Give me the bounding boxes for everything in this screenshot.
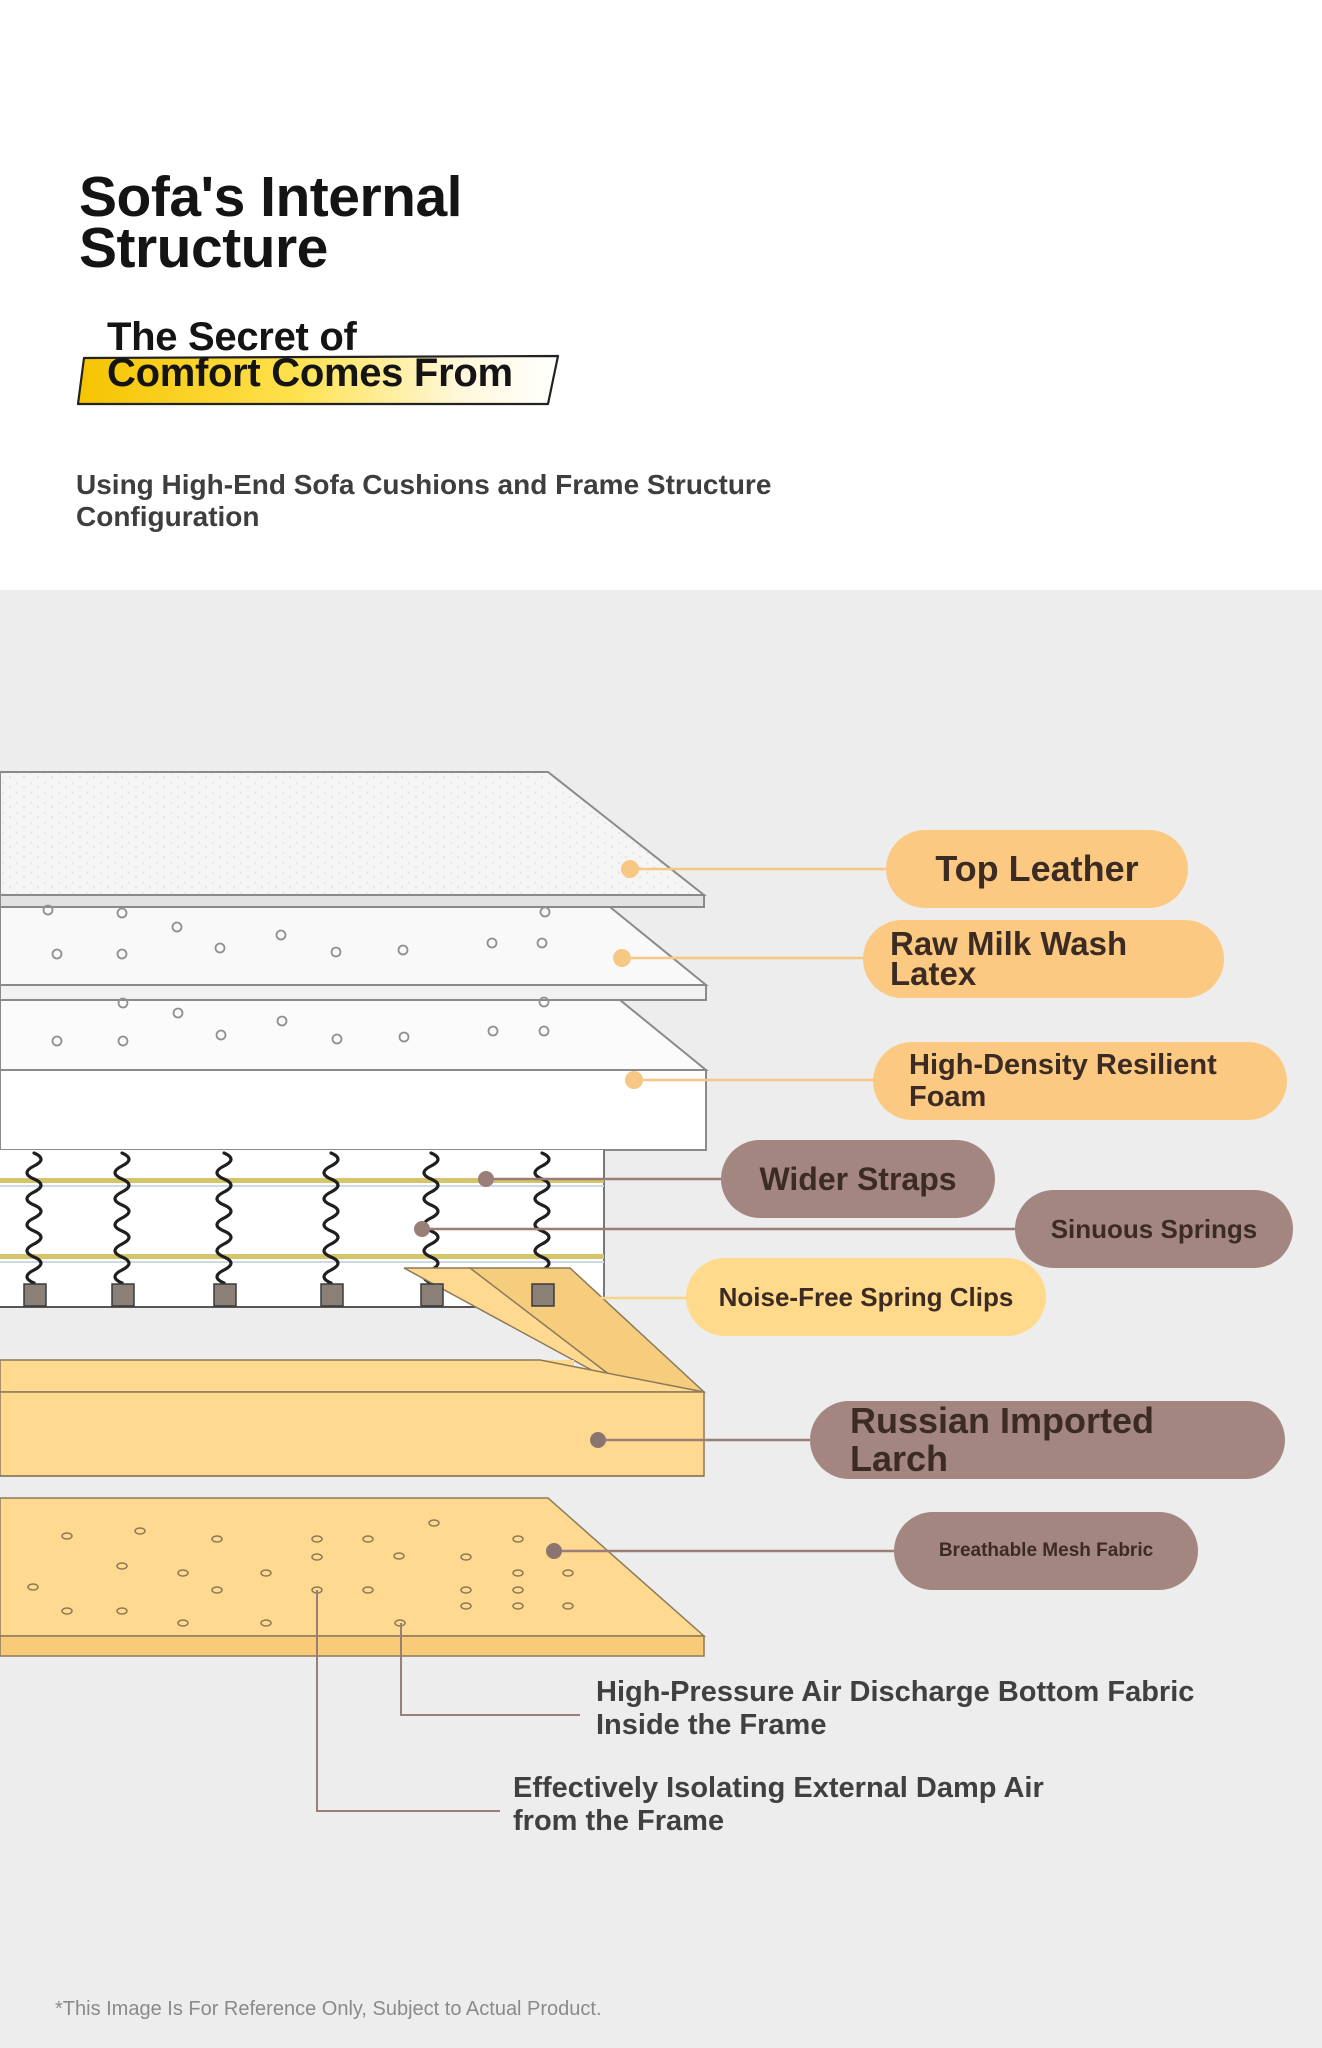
latex-layer (0, 904, 709, 1001)
label-springs: Sinuous Springs (1015, 1190, 1293, 1268)
subtitle: The Secret of Comfort Comes From (107, 317, 627, 393)
note-damp-line1: Effectively Isolating External Damp Air (513, 1772, 1044, 1804)
label-mesh-text: Breathable Mesh Fabric (938, 1540, 1154, 1561)
label-clips: Noise-Free Spring Clips (686, 1258, 1046, 1336)
page-title-line1: Sofa's Internal (79, 165, 462, 229)
label-top-leather: Top Leather (886, 830, 1188, 908)
label-foam-line1: High-Density Resilient (909, 1049, 1217, 1081)
label-mesh: Breathable Mesh Fabric (894, 1512, 1198, 1590)
label-springs-text: Sinuous Springs (1050, 1213, 1258, 1244)
leader-dots (414, 860, 643, 1559)
label-straps: Wider Straps (721, 1140, 995, 1218)
note-damp-isolation: Effectively Isolating External Damp Air … (513, 1772, 1044, 1838)
label-larch-line1: Russian Imported (850, 1400, 1155, 1441)
page-title: Sofa's Internal Structure (79, 169, 699, 277)
label-latex: Raw Milk Wash Latex (863, 920, 1224, 998)
intro-line2: Configuration (76, 501, 260, 532)
mesh-fabric-layer (0, 1497, 706, 1657)
subtitle-line1: The Secret of (107, 315, 357, 359)
label-latex-line2: Latex (890, 955, 977, 992)
disclaimer: *This Image Is For Reference Only, Subje… (55, 1998, 602, 2020)
label-latex-line1: Raw Milk Wash (890, 925, 1128, 962)
label-clips-text: Noise-Free Spring Clips (718, 1281, 1014, 1312)
subtitle-highlight-brush (76, 354, 560, 406)
label-foam-line2: Foam (909, 1081, 987, 1113)
larch-frame (0, 1267, 706, 1477)
label-larch: Russian Imported Larch (810, 1401, 1285, 1479)
foam-layer (0, 996, 709, 1151)
label-foam: High-Density Resilient Foam (873, 1042, 1287, 1120)
top-leather-layer (0, 771, 707, 908)
subtitle-line2: Comfort Comes From (107, 351, 513, 395)
intro-line1: Using High-End Sofa Cushions and Frame S… (76, 469, 772, 500)
label-larch-line2: Larch (850, 1438, 949, 1479)
spring-clips (23, 1283, 555, 1307)
note-air-discharge: High-Pressure Air Discharge Bottom Fabri… (596, 1676, 1194, 1742)
intro-text: Using High-End Sofa Cushions and Frame S… (76, 469, 836, 533)
label-top-leather-text: Top Leather (935, 848, 1139, 889)
label-straps-text: Wider Straps (759, 1160, 957, 1197)
note-damp-line2: from the Frame (513, 1805, 725, 1837)
note-air-line2: Inside the Frame (596, 1709, 827, 1741)
page-title-line2: Structure (79, 216, 328, 280)
leader-lines (316, 867, 1016, 1812)
note-air-line1: High-Pressure Air Discharge Bottom Fabri… (596, 1676, 1195, 1708)
